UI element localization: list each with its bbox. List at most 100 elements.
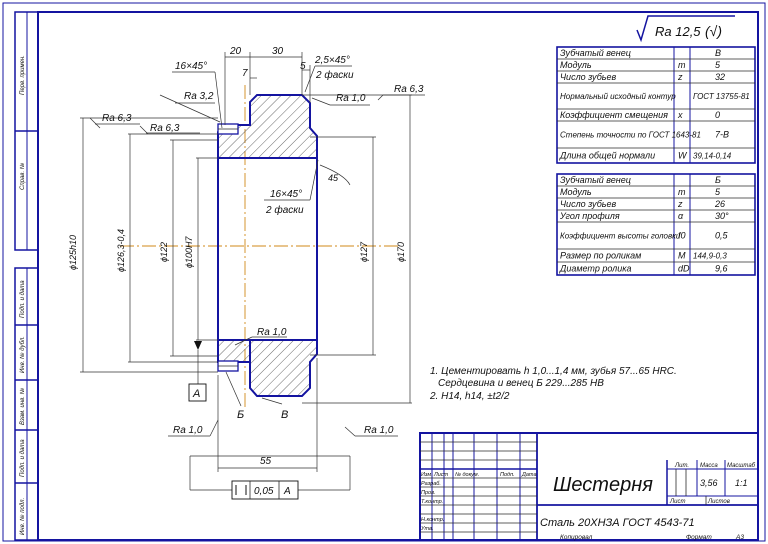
dim-chamfer-right-note: 2 фаски xyxy=(315,69,354,81)
dim-d127: ϕ127 xyxy=(359,241,369,262)
table1-label-3: Нормальный исходный контур xyxy=(560,92,676,101)
table2-val-2: 26 xyxy=(714,199,725,209)
table1-val-2: 32 xyxy=(715,72,725,82)
table2-label-6: Диаметр ролика xyxy=(559,264,631,274)
table1-label-6: Длина общей нормали xyxy=(559,151,655,161)
ra-6-3-c: Ra 6,3 xyxy=(394,84,424,95)
table1-val-3: ГОСТ 13755-81 xyxy=(693,92,750,101)
table2-val-3: 30° xyxy=(715,211,729,221)
dim-7: 7 xyxy=(242,68,248,79)
tb-col-date: Дата xyxy=(521,472,537,478)
tb-copied: Копировал xyxy=(560,534,593,541)
side-label-6: Подп. и дата xyxy=(20,439,26,477)
side-strip: Перв. примен. Справ. № Подп. и дата Инв.… xyxy=(14,11,39,541)
ra-6-3-b: Ra 6,3 xyxy=(150,123,180,134)
table1-val-5: 7-B xyxy=(715,130,729,140)
datum-a: А xyxy=(192,388,200,400)
table1-sym-6: W xyxy=(678,151,688,161)
table1-label-5: Степень точности по ГОСТ 1643-81 xyxy=(560,131,701,140)
tb-sheet-label: Лист xyxy=(669,499,685,505)
table2-sym-2: z xyxy=(677,199,683,209)
tb-row-prov: Пров. xyxy=(421,490,436,496)
tb-format-label: Формат xyxy=(686,534,712,541)
table1-label-4: Коэффициент смещения xyxy=(560,110,668,120)
table1-val-4: 0 xyxy=(715,110,720,120)
table1-label-2: Число зубьев xyxy=(560,72,617,82)
lower-section xyxy=(217,339,318,397)
table2-label-0: Зубчатый венец xyxy=(560,175,631,185)
gear-section-view: ϕ125h10 ϕ126,3-0,4 ϕ122 ϕ100H7 ϕ127 ϕ170… xyxy=(68,46,425,500)
dim-d170: ϕ170 xyxy=(396,242,406,262)
tb-mass-label: Масса xyxy=(700,463,718,469)
dim-5: 5 xyxy=(300,61,306,72)
table2-val-1: 5 xyxy=(715,187,721,197)
tb-col-doc: № докум. xyxy=(455,472,479,478)
general-roughness-check: (√) xyxy=(705,23,722,39)
dim-chamfer-inner: 16×45° xyxy=(270,189,302,200)
ra-1-0-c: Ra 1,0 xyxy=(173,425,203,436)
tb-row-utv: Утв. xyxy=(420,526,434,532)
table2-sym-3: α xyxy=(678,211,684,221)
ra-1-0-d: Ra 1,0 xyxy=(364,425,394,436)
side-label-3: Подп. и дата xyxy=(20,280,26,318)
tb-mass-value: 3,56 xyxy=(700,478,718,488)
table2-label-5: Размер по роликам xyxy=(560,251,641,261)
tb-row-razrab: Разраб. xyxy=(421,481,441,487)
dim-55: 55 xyxy=(260,456,272,467)
side-label-2: Справ. № xyxy=(19,162,26,190)
dim-30: 30 xyxy=(272,46,284,57)
tb-sheets-label: Листов xyxy=(707,499,730,505)
table2-val-0: Б xyxy=(715,175,721,185)
dim-d122: ϕ122 xyxy=(159,242,169,262)
tb-col-list: Лист xyxy=(433,472,449,478)
tb-row-tkontr: Т.контр. xyxy=(421,499,443,505)
tb-col-izm: Изм. xyxy=(421,472,433,478)
table2-val-5: 144,9-0,3 xyxy=(693,252,727,261)
part-name: Шестерня xyxy=(553,474,653,496)
dim-d125: ϕ125h10 xyxy=(68,235,78,270)
ra-3-2: Ra 3,2 xyxy=(184,91,214,102)
table2-sym-1: m xyxy=(678,187,686,197)
table2-sym-6: dD xyxy=(678,264,690,274)
dim-d100: ϕ100H7 xyxy=(184,235,194,268)
dim-20: 20 xyxy=(229,46,242,57)
tb-scale-value: 1:1 xyxy=(735,478,748,488)
table2-val-4: 0,5 xyxy=(715,231,729,241)
tb-format-value: А3 xyxy=(735,534,744,541)
table2-sym-4: f0 xyxy=(678,231,686,241)
dim-chamfer-right: 2,5×45° xyxy=(314,55,350,66)
tb-lit-label: Лит. xyxy=(674,463,689,469)
table1-sym-2: z xyxy=(677,72,683,82)
table1-sym-4: x xyxy=(677,110,683,120)
dim-angle-45: 45 xyxy=(328,173,339,183)
tol-value: 0,05 xyxy=(254,486,274,497)
side-label-4: Инв. № дубл. xyxy=(19,336,26,373)
tol-base: А xyxy=(283,486,291,497)
general-roughness-text: Ra 12,5 xyxy=(655,24,701,39)
table1-sym-1: m xyxy=(678,60,686,70)
table2-val-6: 9,6 xyxy=(715,264,728,274)
general-roughness: Ra 12,5 (√) xyxy=(636,15,735,43)
table2-label-1: Модуль xyxy=(560,187,592,197)
tb-row-nkontr: Н.контр. xyxy=(421,517,444,523)
part-material: Сталь 20ХНЗА ГОСТ 4543-71 xyxy=(540,517,695,529)
table1-val-1: 5 xyxy=(715,60,721,70)
table2-sym-5: M xyxy=(678,251,686,261)
technical-notes: 1. Цементировать h 1,0...1,4 мм, зубья 5… xyxy=(429,365,677,402)
side-label-1: Перв. примен. xyxy=(20,55,26,95)
dim-chamfer-top: 16×45° xyxy=(175,61,207,72)
ra-1-0-a: Ra 1,0 xyxy=(336,93,366,104)
side-label-7: Инв. № подл. xyxy=(19,498,26,535)
table2-label-2: Число зубьев xyxy=(560,199,617,209)
label-b: Б xyxy=(237,409,244,421)
tb-col-sign: Подп. xyxy=(500,472,515,478)
title-block: Изм. Лист № докум. Подп. Дата Разраб. Пр… xyxy=(419,432,759,541)
roughness-marks: Ra 3,2 Ra 6,3 Ra 6,3 Ra 6,3 Ra 1,0 Ra 1,… xyxy=(89,84,425,437)
table2-label-3: Угол профиля xyxy=(559,211,620,221)
side-label-5: Взам. инв. № xyxy=(19,387,26,425)
dim-chamfer-inner-note: 2 фаски xyxy=(265,204,304,216)
label-v: В xyxy=(281,409,288,421)
